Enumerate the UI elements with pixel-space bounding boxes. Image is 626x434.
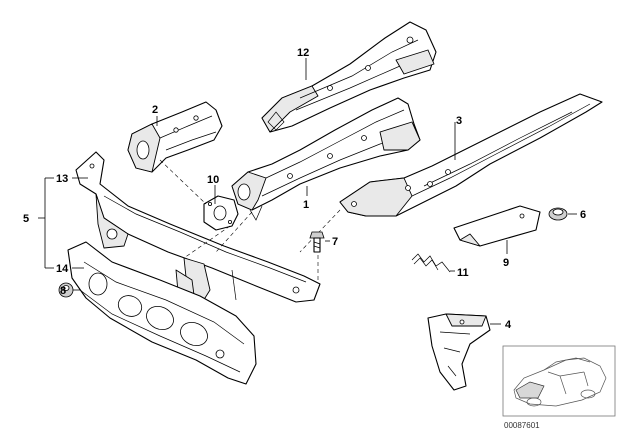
callout-14[interactable]: 14 xyxy=(56,263,69,275)
part-1-engine-support-main[interactable] xyxy=(231,97,421,221)
part-2-support-bracket[interactable] xyxy=(127,101,223,173)
callout-3[interactable]: 3 xyxy=(456,115,462,127)
callout-9[interactable]: 9 xyxy=(503,257,509,269)
part-9-bracket-plate[interactable] xyxy=(453,205,541,247)
callout-12[interactable]: 12 xyxy=(297,47,309,59)
callout-7[interactable]: 7 xyxy=(332,236,338,248)
callout-labels: 12 2 3 10 1 7 6 9 11 4 8 5 13 14 xyxy=(23,47,586,331)
vehicle-location-inset xyxy=(502,345,616,417)
callout-10[interactable]: 10 xyxy=(207,174,219,186)
part-12-engine-support-upper[interactable] xyxy=(261,21,437,133)
callout-11[interactable]: 11 xyxy=(457,267,469,279)
callout-2[interactable]: 2 xyxy=(152,104,158,116)
leader-lines xyxy=(38,58,577,325)
part-3-wheel-arch-extension[interactable] xyxy=(339,93,603,217)
part-8-rubber-mount[interactable] xyxy=(58,282,74,298)
part-10-flange-plate[interactable] xyxy=(203,195,239,231)
part-4-pillar-bracket[interactable] xyxy=(427,313,491,391)
assembly-guide-lines xyxy=(159,159,341,280)
callout-1[interactable]: 1 xyxy=(303,199,309,211)
callout-13[interactable]: 13 xyxy=(56,173,68,185)
part-7-bolt[interactable] xyxy=(309,231,325,253)
callout-4[interactable]: 4 xyxy=(505,319,512,331)
document-id: 00087601 xyxy=(504,421,540,430)
part-11-wire-clip[interactable] xyxy=(411,253,451,273)
part-14-front-panel-lower[interactable] xyxy=(67,241,257,385)
callout-8[interactable]: 8 xyxy=(60,285,66,297)
callout-6[interactable]: 6 xyxy=(580,209,586,221)
part-6-grommet[interactable] xyxy=(548,207,568,221)
callout-5[interactable]: 5 xyxy=(23,213,29,225)
